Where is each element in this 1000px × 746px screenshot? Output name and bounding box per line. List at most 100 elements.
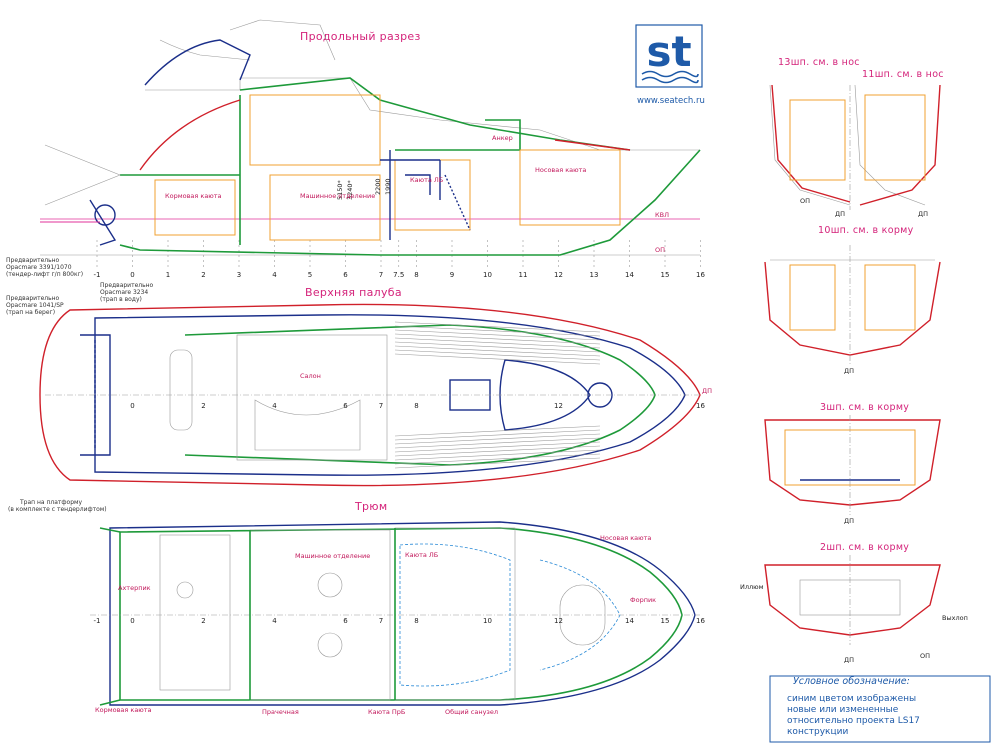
frame-number: 6 <box>343 617 348 625</box>
dim-2200: 2200 <box>374 178 382 195</box>
cabin-lb-label: Каюта ЛБ <box>410 176 443 184</box>
deck-plank <box>394 429 601 441</box>
frame-number: 4 <box>272 402 277 410</box>
s3-dp: ДП <box>844 517 854 525</box>
frame-number: 5 <box>308 271 312 279</box>
cross-section-13-11: 13шп. см. в нос 11шп. см. в нос ОП ДП ДП <box>769 57 944 218</box>
deck-plank <box>394 437 601 449</box>
deck-plank <box>394 441 601 453</box>
frame-number: 12 <box>554 617 563 625</box>
legend-line-4: конструкции <box>787 727 848 737</box>
deck-plank <box>394 349 601 361</box>
frame-number: 1 <box>166 271 170 279</box>
frame-number: 7 <box>379 617 383 625</box>
hold-cabin-pb-label: Каюта ПрБ <box>368 708 405 716</box>
section-11-title: 11шп. см. в нос <box>862 69 944 80</box>
deck-plank <box>394 453 601 465</box>
frame-number: 0 <box>130 271 134 279</box>
cross-section-3: 3шп. см. в корму ДП <box>764 402 941 525</box>
frame-number: 0 <box>130 402 134 410</box>
note-opacmare-1041: Opacmare 1041/SP <box>6 302 64 309</box>
frame-number: -1 <box>94 271 101 279</box>
s2-exhaust: Выхлоп <box>942 614 968 622</box>
hold-engine-room-label: Машинное отделение <box>295 552 370 560</box>
note-shore-gangway: (трап на берег) <box>6 309 55 316</box>
kvl-label: КВЛ <box>655 211 669 219</box>
frame-number: 11 <box>519 271 528 279</box>
op-label: ОП <box>655 246 665 254</box>
dim-5150: 5150* <box>336 179 344 200</box>
legend-line-1: синим цветом изображены <box>787 694 916 704</box>
frame-number: 9 <box>450 271 454 279</box>
legend: Условное обозначение: синим цветом изобр… <box>769 675 991 743</box>
logo-text: st <box>646 27 691 76</box>
s2-intake: Иллюм <box>740 583 764 591</box>
deck-plank <box>394 457 601 469</box>
note-prov-1: Предварительно <box>6 257 60 264</box>
hold-aft-cabin-label: Кормовая каюта <box>95 706 152 714</box>
legend-line-2: новые или измененные <box>787 705 899 715</box>
s13-dp: ДП <box>835 210 845 218</box>
deck-plank <box>394 341 601 353</box>
note-prov-3: Предварительно <box>100 282 154 289</box>
hold-bow-cabin-label: Носовая каюта <box>600 534 651 542</box>
frame-number: 10 <box>483 617 492 625</box>
deck-plank <box>394 449 601 461</box>
deck-plank <box>394 353 601 365</box>
deck-plank <box>394 333 601 345</box>
site-url: www.seatech.ru <box>637 96 705 106</box>
s11-dp: ДП <box>918 210 928 218</box>
legend-title: Условное обозначение: <box>793 676 910 687</box>
section-10-title: 10шп. см. в корму <box>818 225 914 236</box>
cross-section-2: 2шп. см. в корму Иллюм Выхлоп ОП ДП <box>740 542 968 664</box>
frame-number: -1 <box>94 617 101 625</box>
frame-number: 10 <box>483 271 492 279</box>
frame-number: 2 <box>201 271 205 279</box>
frame-number: 7.5 <box>393 271 404 279</box>
note-water-ladder: (трап в воду) <box>100 296 142 303</box>
frame-number: 14 <box>625 617 634 625</box>
laundry-label: Прачечная <box>262 708 299 716</box>
dim-3240: 3240* <box>346 179 354 200</box>
frame-number: 15 <box>661 617 670 625</box>
frame-number: 15 <box>661 271 670 279</box>
note-tender-lift: (тендер-лифт г/п 800кг) <box>6 271 83 278</box>
frame-number: 2 <box>201 402 205 410</box>
frame-number: 13 <box>590 271 599 279</box>
deck-dp-label: ДП <box>702 387 712 395</box>
aft-cabin-label: Кормовая каюта <box>165 192 222 200</box>
afterpeak-label: Ахтерпик <box>118 584 151 592</box>
hold-title: Трюм <box>354 500 387 513</box>
frame-number: 2 <box>201 617 205 625</box>
note-opacmare-3391: Opacmare 3391/1070 <box>6 264 72 271</box>
deck-plank <box>394 425 601 437</box>
hold-cabin-lb-label: Каюта ЛБ <box>405 551 438 559</box>
frame-number: 8 <box>414 617 418 625</box>
s13-op: ОП <box>800 197 810 205</box>
frame-number: 12 <box>554 402 563 410</box>
deck-plank <box>394 433 601 445</box>
frame-number: 8 <box>414 402 418 410</box>
cross-section-10: 10шп. см. в корму ДП <box>764 225 941 375</box>
s10-dp: ДП <box>844 367 854 375</box>
profile-title: Продольный разрез <box>300 30 421 43</box>
note-prov-2: Предварительно <box>6 295 60 302</box>
frame-number: 8 <box>414 271 418 279</box>
seatech-logo: st <box>635 24 703 88</box>
deck-plank <box>394 329 601 341</box>
forepeak-label: Форпик <box>630 596 656 604</box>
note-platform-ladder: Трап на платформу <box>19 499 83 506</box>
frame-number: 12 <box>554 271 563 279</box>
frame-number: 16 <box>696 271 705 279</box>
deck-plank <box>394 325 601 337</box>
dim-1990: 1990 <box>384 178 392 195</box>
section-3-title: 3шп. см. в корму <box>820 402 909 413</box>
frame-number: 16 <box>696 402 705 410</box>
note-opacmare-3234: Opacmare 3234 <box>100 289 148 296</box>
frame-number: 0 <box>130 617 134 625</box>
frame-number: 7 <box>379 271 383 279</box>
note-tender-kit: (в комплекте с тендерлифтом) <box>8 506 107 513</box>
